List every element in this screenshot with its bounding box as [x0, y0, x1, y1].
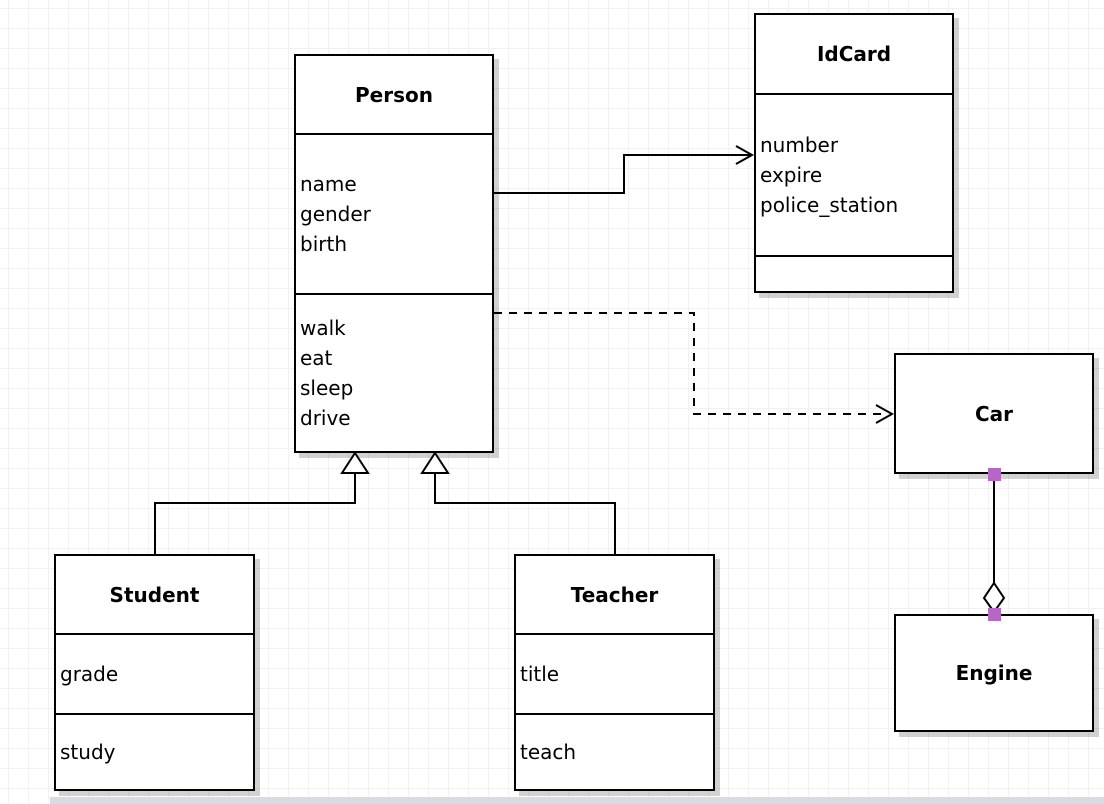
class-title-person[interactable]: Person	[296, 56, 492, 135]
class-methods-person: walk eat sleep drive	[296, 295, 492, 451]
class-attributes-teacher: title	[516, 635, 713, 715]
method-sleep[interactable]: sleep	[300, 376, 354, 400]
attribute-title[interactable]: title	[520, 662, 560, 686]
class-attributes-person: name gender birth	[296, 135, 492, 295]
edge-generalization-student-person[interactable]	[154, 451, 370, 554]
class-methods-idcard	[756, 257, 952, 291]
method-drive[interactable]: drive	[300, 406, 351, 430]
attribute-gender[interactable]: gender	[300, 202, 371, 226]
method-study[interactable]: study	[60, 740, 116, 764]
class-title-car[interactable]: Car	[974, 401, 1014, 426]
class-box-idcard[interactable]: IdCard number expire police_station	[754, 13, 954, 293]
class-methods-student: study	[56, 715, 253, 789]
class-attributes-student: grade	[56, 635, 253, 715]
method-walk[interactable]: walk	[300, 316, 346, 340]
page-bottom-edge	[50, 797, 1104, 804]
method-teach[interactable]: teach	[520, 740, 577, 764]
class-box-teacher[interactable]: Teacher title teach	[514, 554, 715, 791]
class-attributes-idcard: number expire police_station	[756, 95, 952, 257]
endpoint-handle-icon[interactable]	[988, 468, 1001, 481]
class-title-idcard[interactable]: IdCard	[756, 15, 952, 95]
edge-generalization-teacher-person[interactable]	[420, 451, 616, 554]
attribute-number[interactable]: number	[760, 133, 839, 157]
class-title-engine[interactable]: Engine	[955, 661, 1033, 685]
hollow-triangle-icon	[420, 451, 450, 474]
edge-dependency-person-car[interactable]	[494, 312, 895, 424]
attribute-police-station[interactable]: police_station	[760, 193, 899, 217]
attribute-birth[interactable]: birth	[300, 232, 347, 256]
attribute-expire[interactable]: expire	[760, 163, 823, 187]
attribute-grade[interactable]: grade	[60, 662, 119, 686]
edge-aggregation-car-engine[interactable]	[982, 468, 1006, 621]
class-title-teacher[interactable]: Teacher	[516, 556, 713, 635]
endpoint-handle-icon[interactable]	[988, 608, 1001, 621]
class-title-student[interactable]: Student	[56, 556, 253, 635]
class-box-engine[interactable]: Engine	[894, 614, 1094, 732]
class-box-student[interactable]: Student grade study	[54, 554, 255, 791]
open-arrow-icon	[875, 404, 895, 424]
attribute-name[interactable]: name	[300, 172, 357, 196]
edge-association-person-idcard[interactable]	[494, 145, 755, 194]
class-box-car[interactable]: Car	[894, 353, 1094, 474]
open-arrow-icon	[735, 145, 755, 165]
hollow-diamond-icon	[982, 581, 1006, 614]
method-eat[interactable]: eat	[300, 346, 333, 370]
hollow-triangle-icon	[340, 451, 370, 474]
class-methods-teacher: teach	[516, 715, 713, 789]
class-box-person[interactable]: Person name gender birth walk eat sleep …	[294, 54, 494, 453]
